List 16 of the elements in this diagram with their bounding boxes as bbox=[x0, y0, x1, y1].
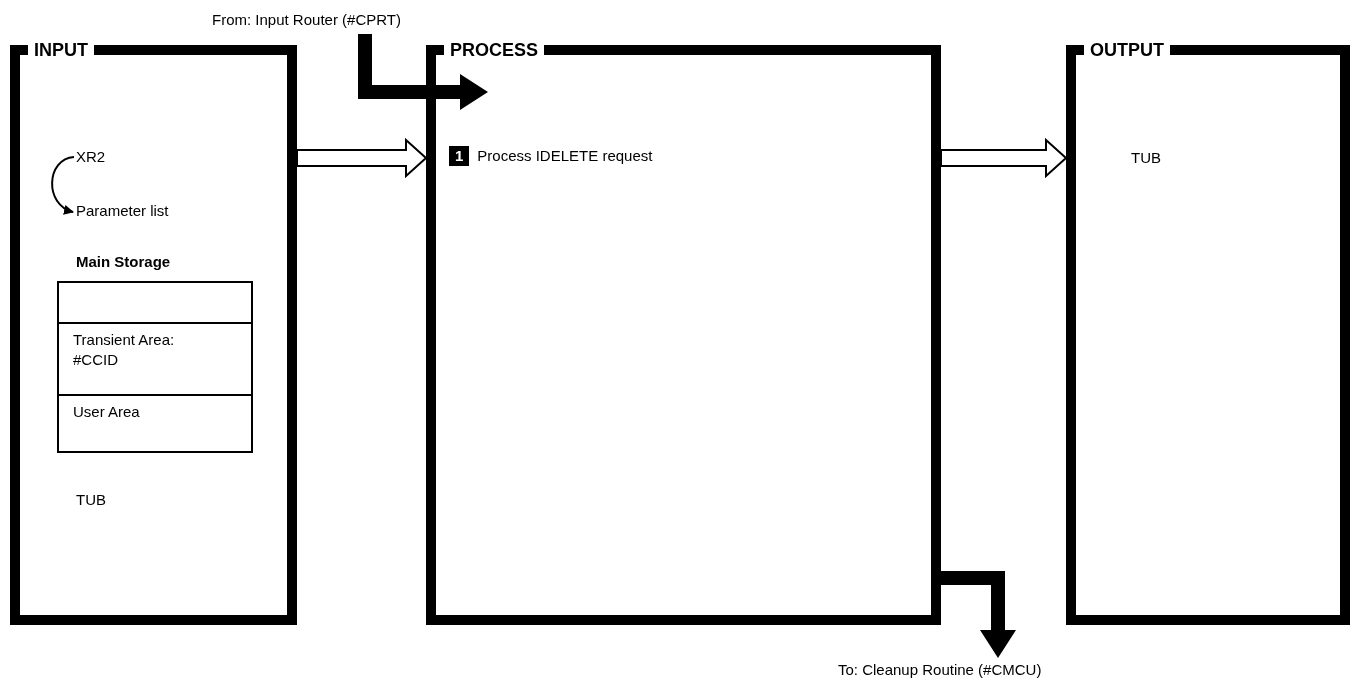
data-flow-arrow bbox=[296, 137, 428, 179]
register-label: XR2 bbox=[76, 147, 126, 167]
data-flow-arrow bbox=[940, 137, 1068, 179]
storage-cell: Transient Area: #CCID bbox=[57, 322, 253, 396]
step-number: 1 bbox=[449, 146, 470, 166]
source-label: From: Input Router (#CPRT) bbox=[212, 10, 512, 32]
control-flow-arrow bbox=[941, 571, 1016, 658]
storage-cell bbox=[57, 281, 253, 324]
destination-label: To: Cleanup Routine (#CMCU) bbox=[838, 660, 1148, 682]
parameter-label: Parameter list bbox=[76, 201, 186, 221]
step-text: Process IDELETE request bbox=[477, 147, 653, 164]
storage-cell: User Area bbox=[57, 394, 253, 453]
pointer-arrow bbox=[51, 156, 75, 214]
data-item-label: TUB bbox=[76, 490, 106, 510]
section-heading: Main Storage bbox=[76, 252, 171, 272]
data-item-label: TUB bbox=[1131, 148, 1161, 168]
